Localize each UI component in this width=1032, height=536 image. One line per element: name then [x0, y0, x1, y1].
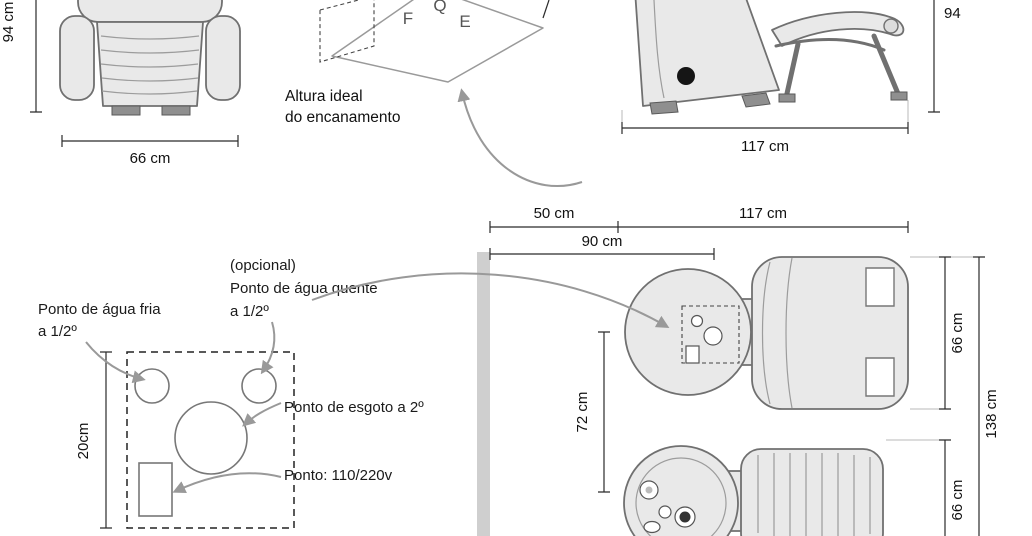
chair-backrest	[77, 0, 223, 23]
washing-unit-contour	[653, 0, 665, 99]
plan-66-bottom-dimension-line	[939, 439, 951, 536]
plan-72-dimension-line	[598, 331, 610, 493]
plumbing-height-box	[319, 0, 375, 63]
faucet-knob-small	[658, 505, 672, 519]
hot-water-point	[241, 368, 277, 404]
hot-water-label-line2: Ponto de água quente	[230, 280, 378, 297]
basin-inner-rim	[635, 457, 727, 536]
mini-power-point	[685, 345, 700, 364]
floor-plane	[331, 0, 544, 83]
plane-letter-f: F	[403, 9, 413, 28]
chair-armrest-left	[59, 15, 95, 101]
cold-water-label-line1: Ponto de água fria	[38, 301, 161, 318]
plan-top-dimension-line	[489, 221, 909, 233]
washing-unit-feet	[649, 92, 771, 115]
hot-water-to-basin-arrow	[311, 272, 670, 328]
side-view-width-label: 117 cm	[741, 138, 789, 155]
front-view-width-dimension-line	[61, 135, 239, 147]
headrest-notches	[865, 267, 895, 397]
plumbing-height-caption-line2: do encanamento	[285, 109, 400, 126]
side-view-height-label: 94	[944, 5, 961, 22]
plane-letter-q: Q	[433, 0, 446, 15]
plan-dim-50-label: 50 cm	[534, 205, 575, 222]
offset-label: 20cm	[75, 423, 92, 460]
power-arrow	[172, 472, 282, 494]
plan-138-dimension-line	[973, 256, 985, 536]
hot-water-label-line1: (opcional)	[230, 257, 296, 274]
chair-feet	[111, 105, 191, 116]
chair-armrest-right	[205, 15, 241, 101]
seat-contours	[761, 257, 793, 409]
plan-dim-72-label: 72 cm	[574, 392, 591, 433]
drain-hole	[677, 67, 695, 85]
seat-rail	[774, 38, 886, 52]
chair-legs-side	[783, 33, 902, 101]
armrest-side	[771, 11, 905, 47]
plumbing-height-plane: F Q E Altura ideal do encanamento	[285, 0, 550, 126]
chair-cushion-slats	[100, 35, 200, 95]
front-view-width-label: 66 cm	[130, 150, 171, 167]
front-view: 94 cm 66 cm	[0, 0, 241, 167]
cold-water-label-line2: a 1/2º	[38, 323, 77, 340]
side-view: 94 117 cm	[621, 0, 961, 155]
soap-dish	[643, 520, 661, 534]
connection-points-diagram: 20cm Ponto de água fria a 1/2º (opcional…	[38, 257, 424, 529]
cold-water-point	[134, 368, 170, 404]
cut-dimension-line	[542, 0, 550, 19]
offset-dimension-line	[100, 351, 112, 529]
plan-66-top-dimension-line	[939, 256, 951, 410]
mini-drain-point	[703, 326, 723, 346]
basin-top-view	[624, 268, 752, 396]
wall	[477, 252, 490, 536]
chair-cushion-column	[96, 21, 204, 107]
washing-unit-body	[634, 0, 780, 107]
mini-points-box	[681, 305, 740, 364]
drain-label: Ponto de esgoto a 2º	[284, 399, 424, 416]
plumbing-height-caption-line1: Altura ideal	[285, 88, 363, 105]
plumbing-height-arrow	[457, 88, 583, 187]
hot-water-arrow	[260, 321, 276, 375]
power-point	[138, 462, 173, 517]
plan-dim-90-label: 90 cm	[582, 233, 623, 250]
armrest-scroll	[883, 18, 899, 34]
power-label: Ponto: 110/220v	[284, 467, 393, 484]
plan-dim-66-top-label: 66 cm	[949, 313, 966, 354]
drain-plug	[679, 511, 691, 523]
cold-water-arrow	[85, 341, 146, 384]
drain-point	[174, 401, 248, 475]
seat-slats	[757, 453, 871, 536]
front-view-height-dimension-line	[30, 0, 42, 113]
side-view-width-dimension-line	[621, 122, 909, 134]
faucet-knob-center	[645, 486, 653, 494]
side-view-height-dimension-line	[928, 0, 940, 113]
chair-foot-pads	[778, 91, 908, 103]
front-view-height-label: 94 cm	[0, 2, 17, 43]
plan-dim-138-label: 138 cm	[983, 389, 1000, 438]
plan-view: 50 cm 117 cm 90 cm 72 cm 66 cm 138 cm 66…	[477, 205, 1000, 536]
plan-dim-66-bottom-label: 66 cm	[949, 480, 966, 521]
hot-water-label-line3: a 1/2º	[230, 303, 269, 320]
points-boundary-box	[126, 351, 295, 529]
drain-arrow	[242, 402, 282, 427]
seat-bottom-view	[740, 448, 884, 536]
leader-arrows	[85, 88, 670, 494]
plane-letter-e: E	[459, 12, 470, 31]
plan-dim-117-label: 117 cm	[739, 205, 787, 222]
plan-90-dimension-line	[489, 248, 715, 260]
mini-water-point	[690, 314, 704, 328]
